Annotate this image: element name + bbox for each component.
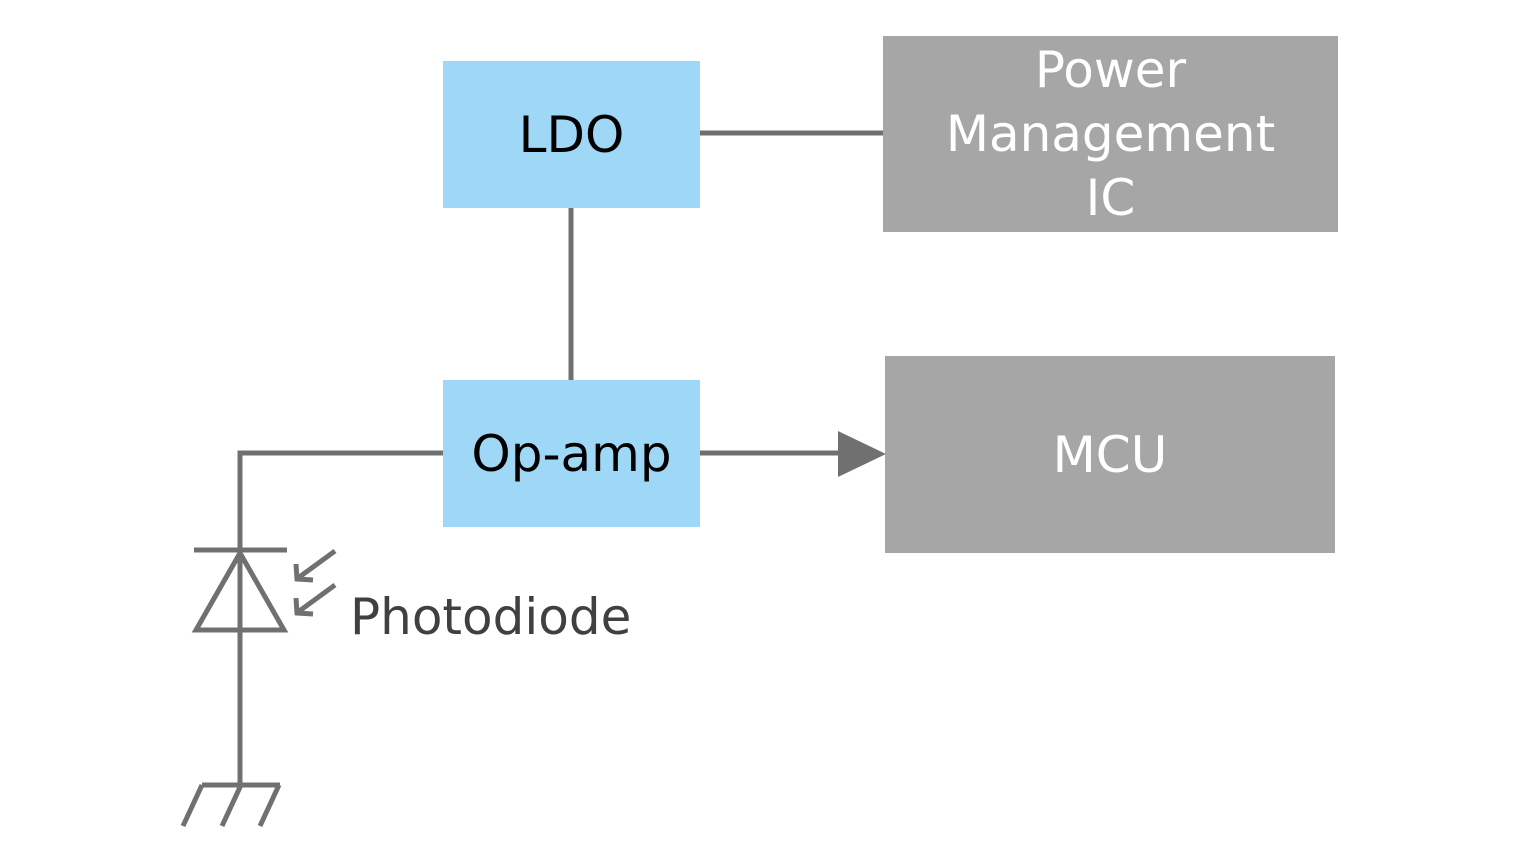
- pmic-label-line-1: Power: [1034, 41, 1187, 99]
- mcu-label: MCU: [1052, 425, 1168, 484]
- photodiode-symbol: [191, 547, 289, 784]
- pmic-label-line-2: Management: [945, 105, 1276, 163]
- opamp-label: Op-amp: [471, 424, 672, 483]
- arrowhead-to-mcu: [838, 431, 886, 477]
- pmic-label-line-3: IC: [1085, 169, 1136, 227]
- photodiode-label: Photodiode: [350, 588, 632, 646]
- ground-icon: [180, 782, 282, 828]
- mcu-block: MCU: [885, 356, 1335, 553]
- ldo-block: LDO: [443, 61, 700, 208]
- wire-opamp-photodiode: [237, 450, 446, 550]
- light-arrows-icon: [293, 548, 337, 617]
- ldo-label: LDO: [518, 105, 625, 164]
- opamp-block: Op-amp: [443, 380, 700, 527]
- power-management-ic-block: Power Management IC: [883, 36, 1338, 232]
